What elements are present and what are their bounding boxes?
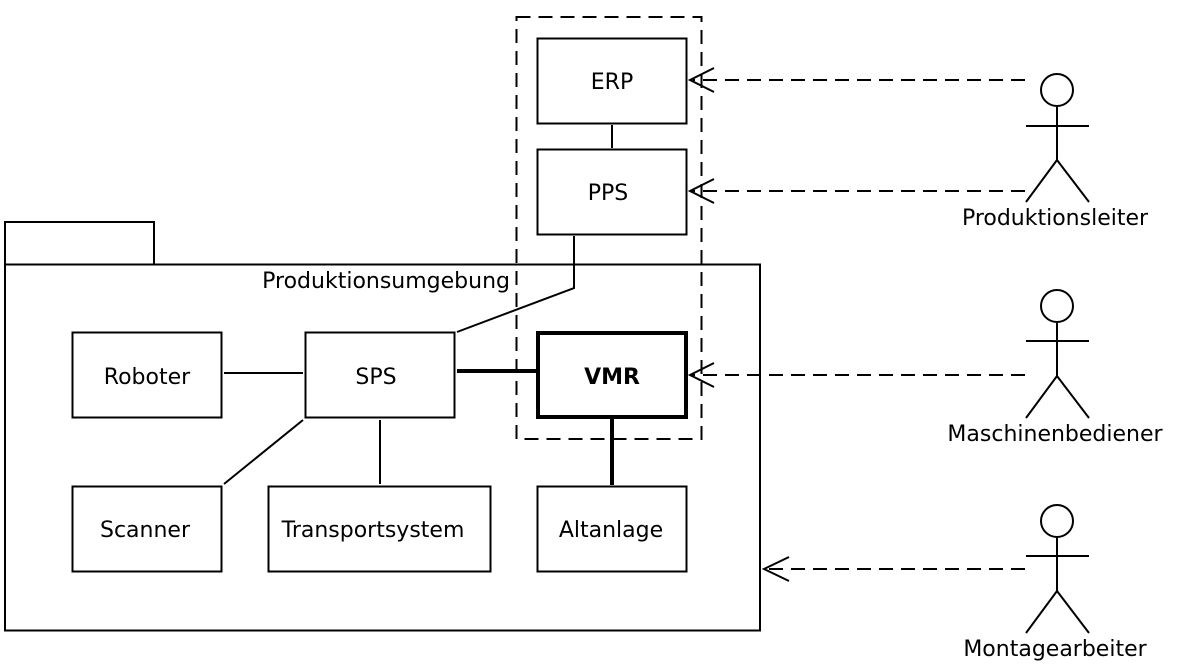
- component-transportsystem[interactable]: Transportsystem: [267, 485, 492, 573]
- component-altanlage-label: Altanlage: [559, 518, 663, 543]
- system-boundary: [515, 16, 703, 440]
- component-pps[interactable]: PPS: [536, 148, 688, 236]
- dependency-montagearbeiter-package: [761, 556, 1025, 582]
- stick-figure-icon: [1025, 289, 1090, 419]
- actor-produktionsleiter[interactable]: Produktionsleiter: [962, 73, 1149, 231]
- package-tab: [4, 221, 155, 266]
- component-sps-label: SPS: [355, 365, 396, 390]
- connector-sps-scanner: [223, 419, 304, 485]
- actor-maschinenbediener[interactable]: Maschinenbediener: [947, 289, 1164, 447]
- component-erp[interactable]: ERP: [536, 37, 688, 125]
- actor-montagearbeiter[interactable]: Montagearbeiter: [963, 504, 1148, 662]
- component-pps-label: PPS: [588, 181, 629, 206]
- component-roboter[interactable]: Roboter: [71, 331, 223, 419]
- stick-figure-icon: [1025, 73, 1090, 203]
- actor-montagearbeiter-label: Montagearbeiter: [963, 637, 1147, 662]
- package-body: [4, 263, 761, 632]
- component-scanner-label: Scanner: [100, 518, 191, 543]
- actor-maschinenbediener-label: Maschinenbediener: [947, 422, 1163, 447]
- component-sps[interactable]: SPS: [304, 331, 456, 419]
- component-vmr-label: VMR: [584, 365, 640, 390]
- component-vmr[interactable]: VMR: [536, 331, 688, 419]
- package-label: Produktionsumgebung: [262, 269, 510, 294]
- stick-figure-icon: [1025, 504, 1090, 634]
- component-scanner[interactable]: Scanner: [71, 485, 223, 573]
- dependency-produktionsleiter-erp: [687, 67, 1025, 93]
- open-arrowhead-icon: [761, 556, 790, 582]
- component-transportsystem-label: Transportsystem: [281, 518, 465, 543]
- open-arrowhead-icon: [687, 362, 715, 388]
- open-arrowhead-icon: [687, 67, 715, 93]
- dependency-maschinenbediener-vmr: [687, 362, 1025, 388]
- component-erp-label: ERP: [591, 70, 633, 95]
- component-roboter-label: Roboter: [104, 365, 191, 390]
- open-arrowhead-icon: [687, 178, 715, 204]
- actor-produktionsleiter-label: Produktionsleiter: [962, 206, 1149, 231]
- component-altanlage[interactable]: Altanlage: [536, 485, 688, 573]
- connector-pps-sps: [456, 236, 575, 333]
- dependency-produktionsleiter-pps: [687, 178, 1025, 204]
